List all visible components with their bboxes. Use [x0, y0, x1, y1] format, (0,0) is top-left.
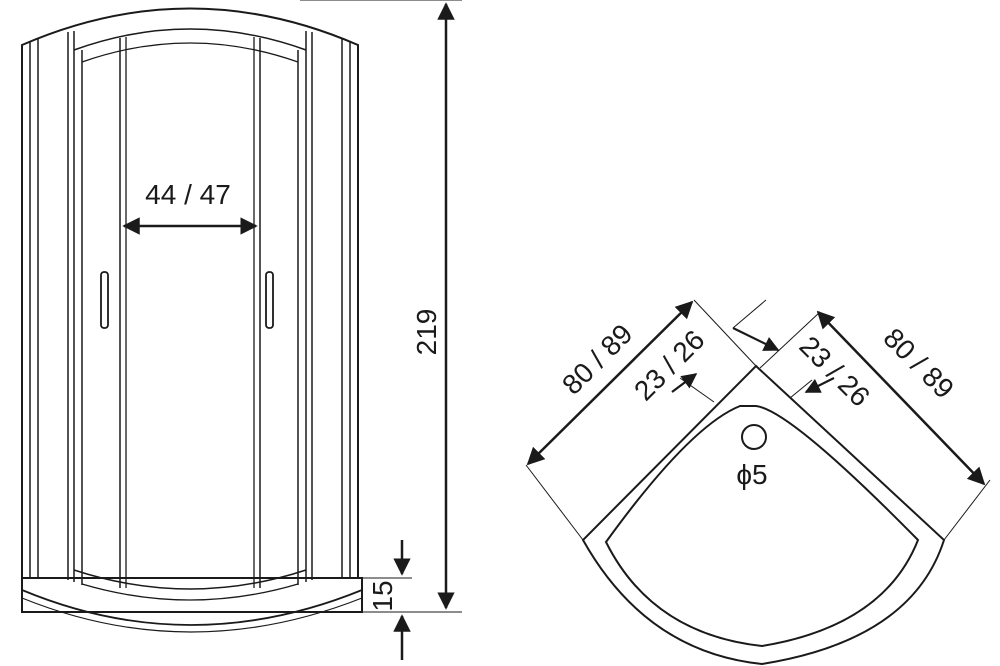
side-right-label: 80 / 89 [877, 322, 959, 404]
door-left-arrow [671, 373, 698, 393]
side-left-label: 80 / 89 [556, 318, 638, 400]
cabin-outline [21, 7, 359, 579]
left-sliding-door [81, 37, 127, 588]
tray-outline-outer [581, 364, 946, 666]
front-view [21, 0, 462, 660]
drain-circle [741, 424, 767, 450]
door-right-label: 23 / 26 [793, 330, 875, 412]
right-sliding-door [253, 37, 299, 588]
door-width-label: 44 / 47 [145, 179, 231, 210]
side-right-arrow [816, 310, 986, 486]
height-label: 219 [411, 309, 442, 356]
tray-curve [21, 589, 363, 626]
door-right-arrow [804, 377, 835, 393]
side-left-arrow [526, 300, 694, 466]
left-door-handle [100, 271, 109, 329]
door-left-label: 23 / 26 [628, 324, 710, 406]
drain-label: ϕ5 [736, 459, 767, 490]
tray-basin [604, 405, 920, 648]
top-view [525, 299, 991, 666]
tray-height-label: 15 [367, 580, 398, 611]
right-door-handle [265, 271, 274, 329]
